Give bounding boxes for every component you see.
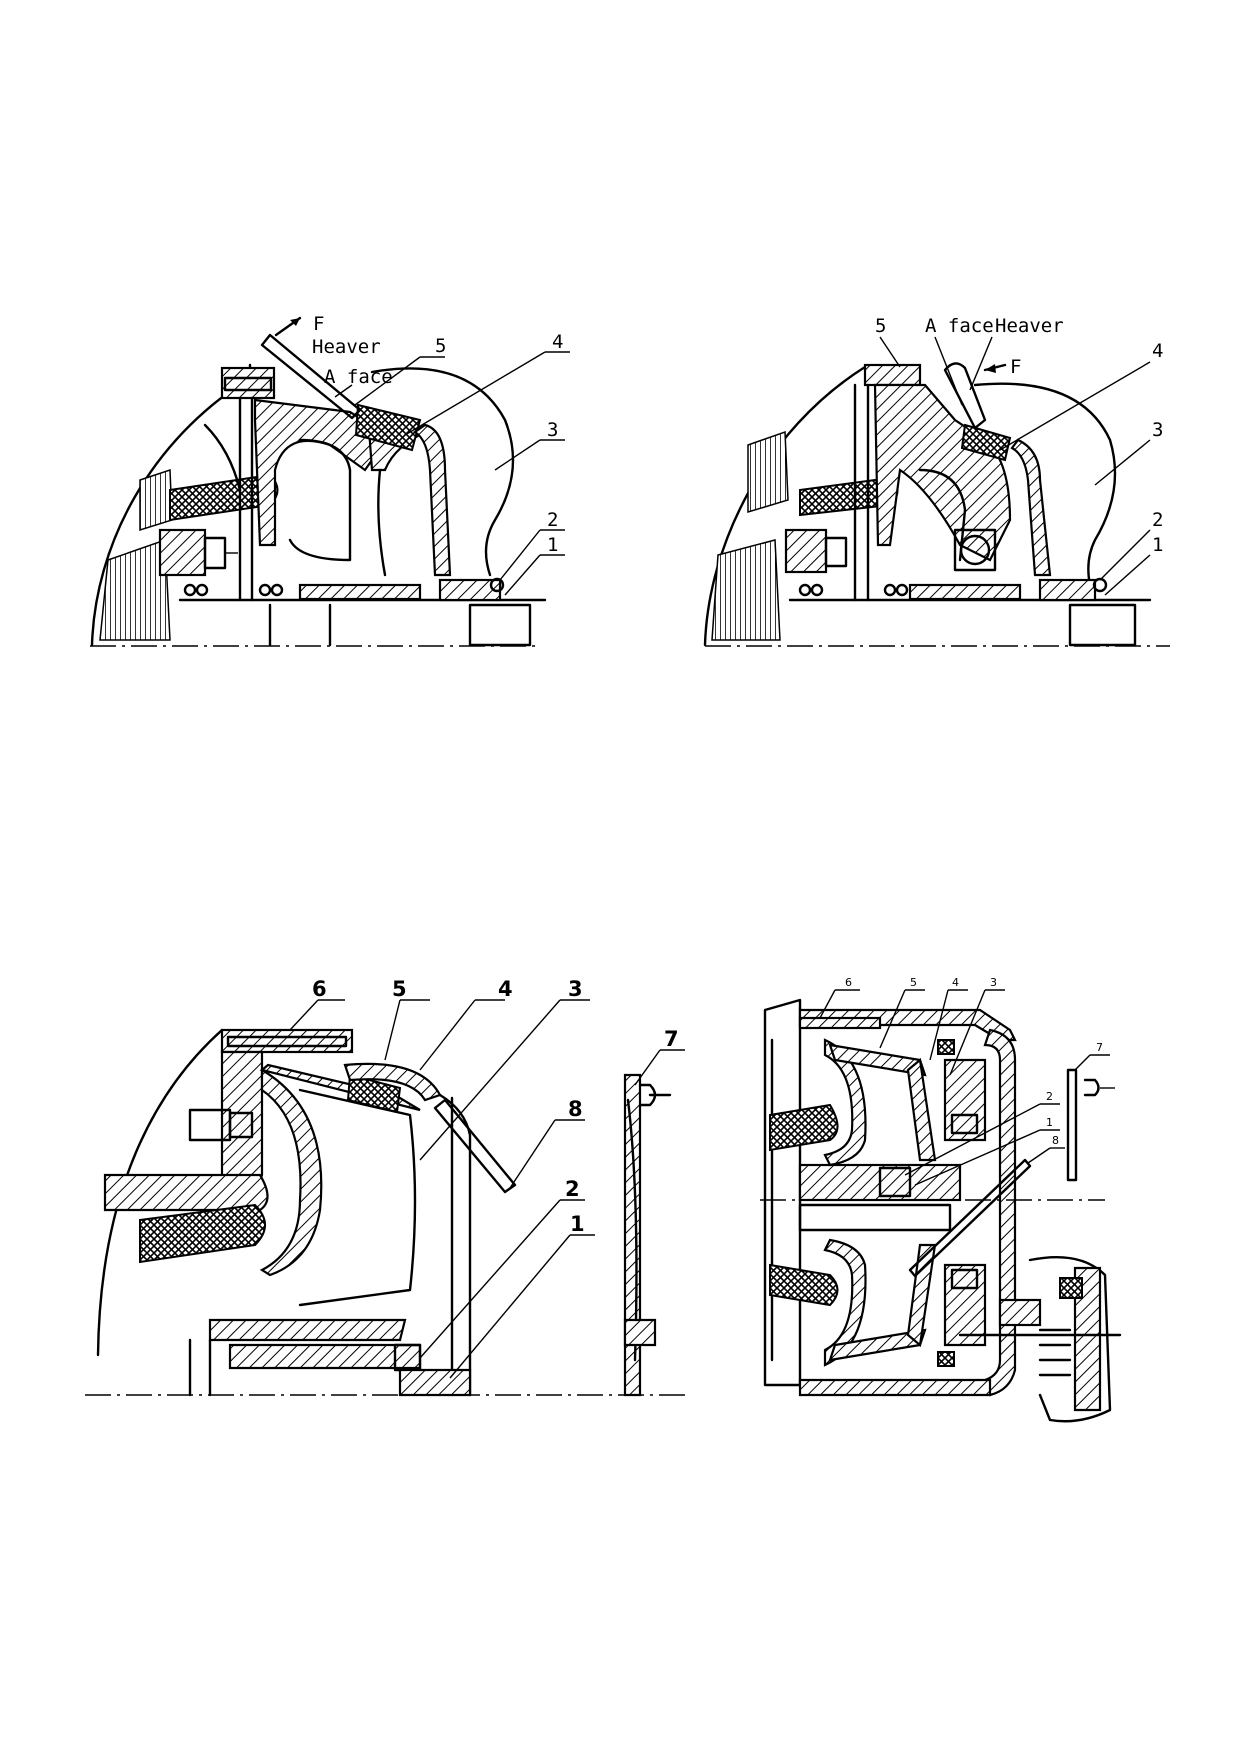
callout-4: 4	[952, 976, 959, 989]
callout-heaver: Heaver	[995, 315, 1064, 337]
callout-a-face: A face	[925, 315, 994, 337]
callout-6: 6	[312, 977, 327, 1001]
callout-5: 5	[435, 335, 446, 357]
callout-3: 3	[568, 977, 583, 1001]
callout-8: 8	[1052, 1134, 1059, 1147]
callout-1: 1	[570, 1212, 585, 1236]
callout-6: 6	[845, 976, 852, 989]
callout-heaver: Heaver	[312, 336, 381, 358]
callout-2: 2	[1152, 509, 1163, 531]
callout-4: 4	[498, 977, 513, 1001]
callout-7: 7	[1096, 1041, 1103, 1054]
seal-rings	[183, 583, 284, 597]
callout-3: 3	[990, 976, 997, 989]
figure-d: 6 5 4 3 7 2 1 8	[760, 976, 1122, 1423]
callout-2: 2	[1046, 1090, 1053, 1103]
callout-2: 2	[547, 509, 558, 531]
callout-1: 1	[1046, 1116, 1053, 1129]
callout-a-face: A face	[324, 366, 393, 388]
figure-b: 5 A face Heaver F 4 3 2 1	[703, 315, 1170, 647]
callout-8: 8	[568, 1097, 583, 1121]
figure-a: F Heaver A face 5 4 3 2 1	[90, 313, 570, 647]
callout-f: F	[313, 313, 324, 335]
callout-f: F	[1010, 356, 1021, 378]
callout-4: 4	[552, 331, 563, 353]
callout-2: 2	[565, 1177, 580, 1201]
callout-1: 1	[1152, 534, 1163, 556]
callout-5: 5	[875, 315, 886, 337]
callout-7: 7	[664, 1027, 679, 1051]
callout-4: 4	[1152, 340, 1163, 362]
figure-c: 6 5 4 3 8 7 2 1	[85, 977, 690, 1397]
callout-1: 1	[547, 534, 558, 556]
callout-5: 5	[392, 977, 407, 1001]
callout-5: 5	[910, 976, 917, 989]
callout-3: 3	[1152, 419, 1163, 441]
callout-3: 3	[547, 419, 558, 441]
